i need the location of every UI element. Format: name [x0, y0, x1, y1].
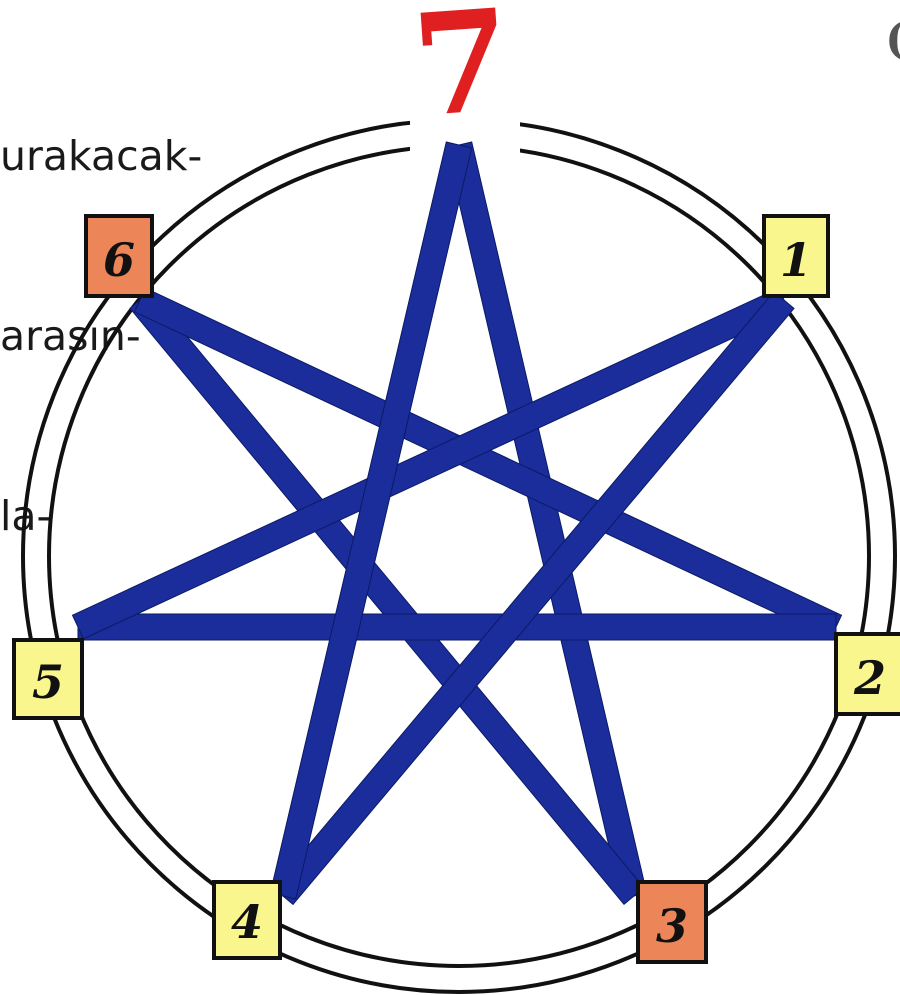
box-5: 5 — [14, 640, 82, 718]
box-1: 1 — [764, 216, 828, 296]
box-4-label: 4 — [231, 895, 263, 949]
star-center — [458, 544, 460, 546]
box-2-label: 2 — [853, 651, 886, 705]
box-4: 4 — [214, 882, 280, 958]
box-2: 2 — [836, 634, 900, 714]
box-6-label: 6 — [103, 233, 135, 287]
top-number-seven: 7 — [408, 0, 517, 149]
box-5-label: 5 — [32, 655, 64, 709]
heptagram-star — [73, 142, 842, 904]
box-3: 3 — [638, 882, 706, 962]
box-3-label: 3 — [656, 899, 688, 953]
inner-circle — [49, 146, 869, 966]
box-6: 6 — [86, 216, 152, 296]
box-1-label: 1 — [780, 233, 812, 287]
star-band-4 — [78, 614, 836, 640]
